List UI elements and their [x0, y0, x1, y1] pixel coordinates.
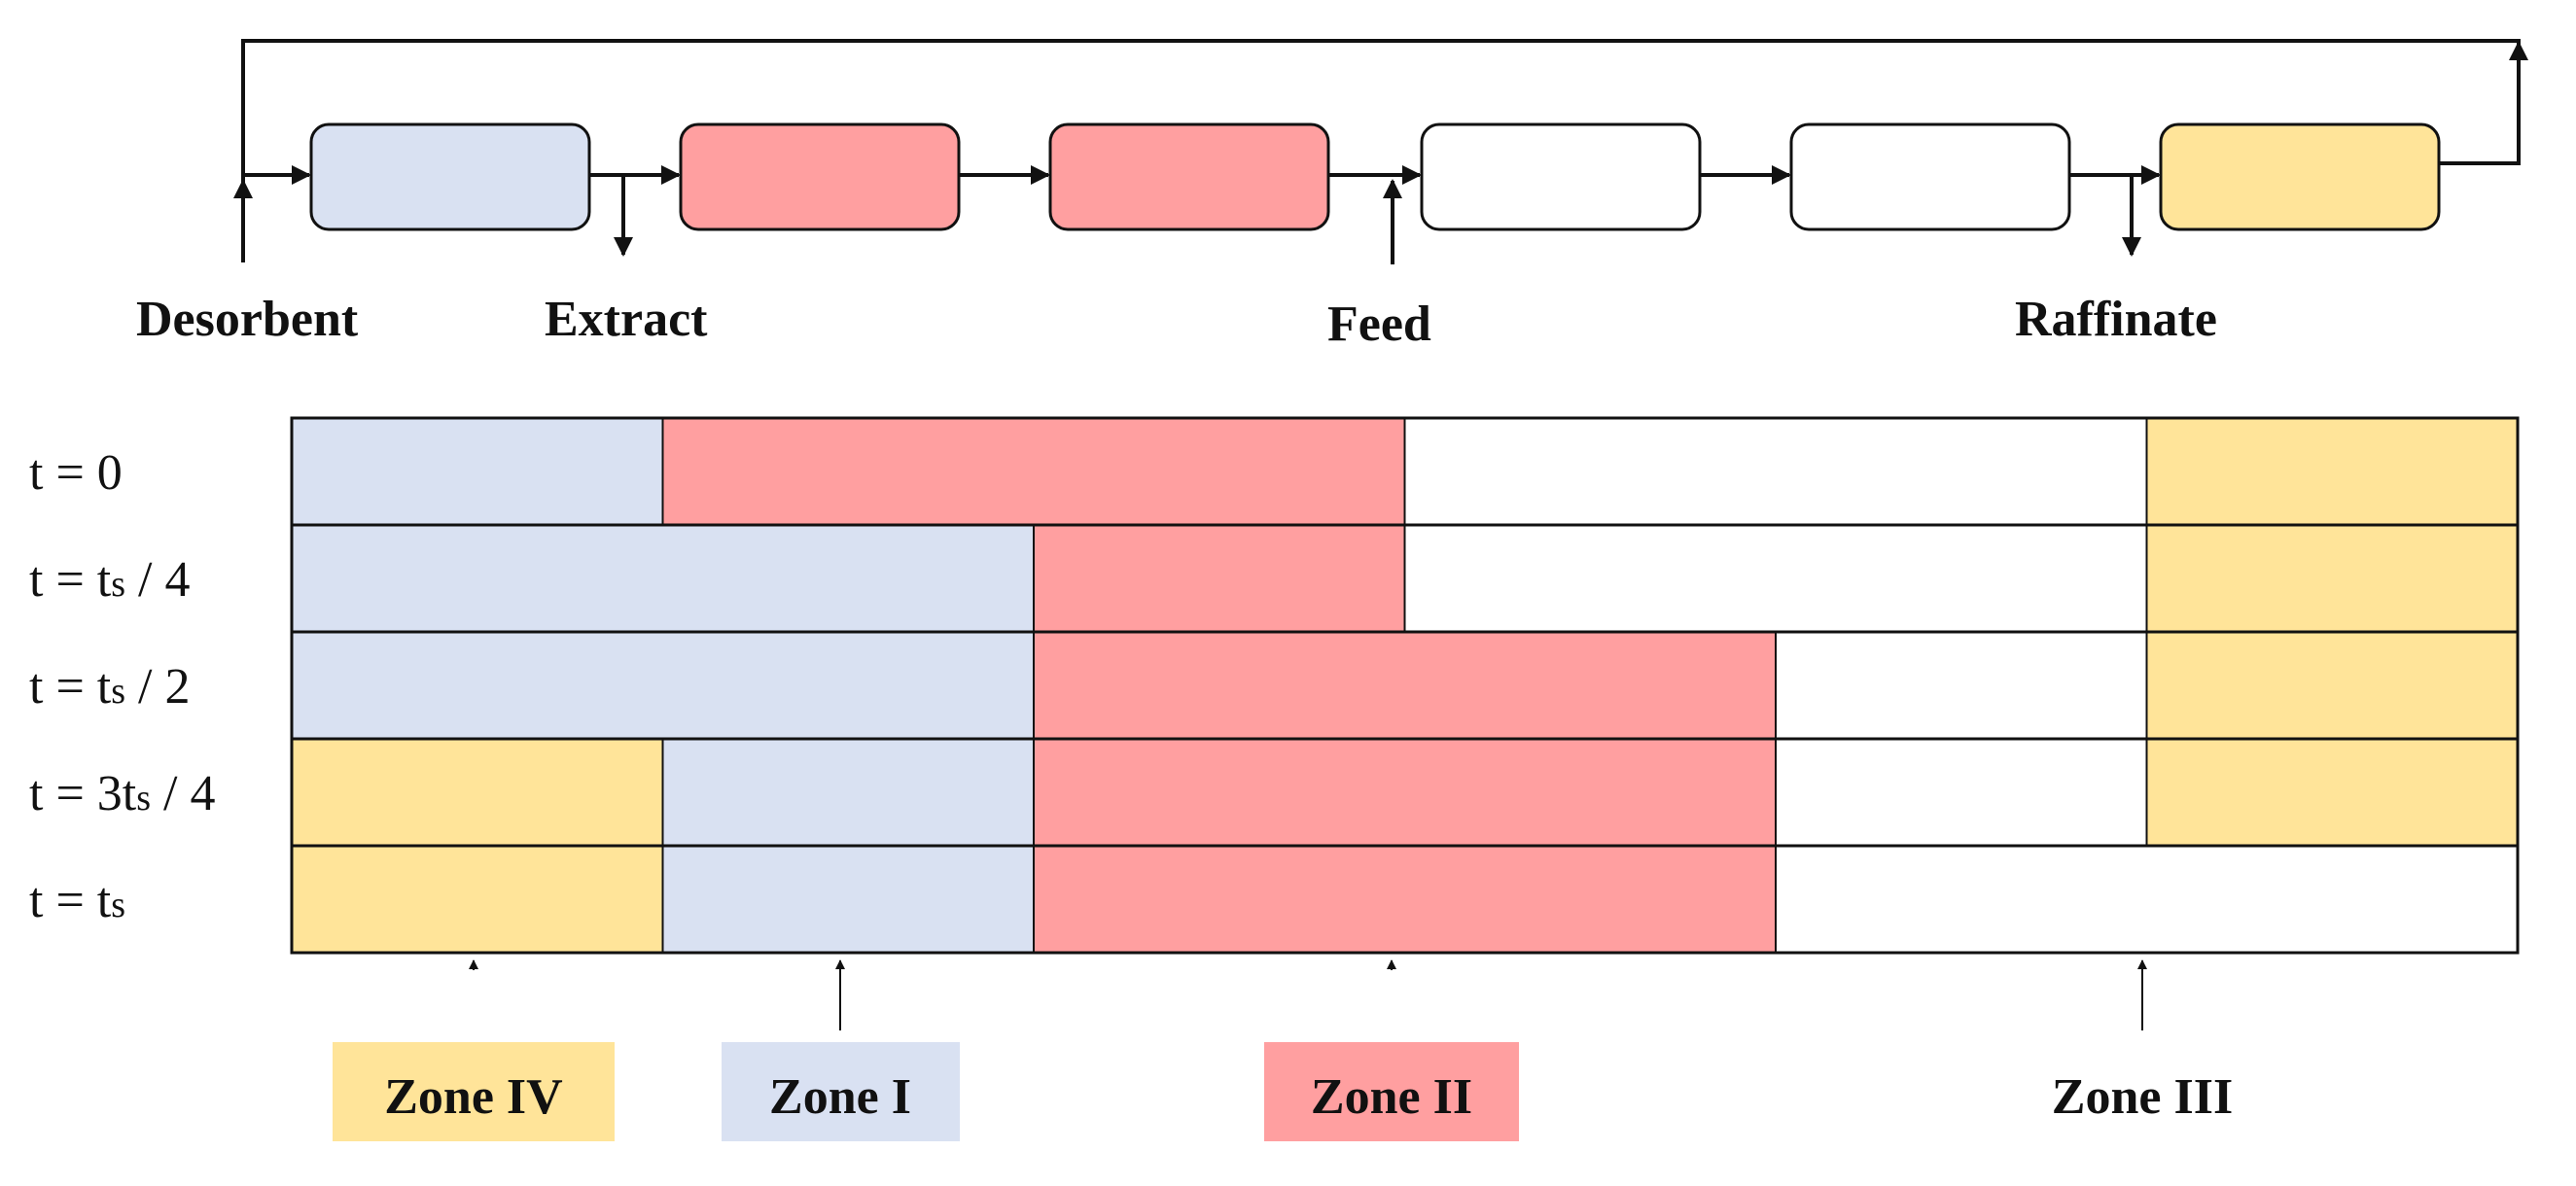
row-label-base: t =	[29, 445, 97, 501]
row-3-segment-4-zone-IV	[2145, 631, 2519, 740]
row-label-base: t = t	[29, 552, 112, 608]
column-4	[1420, 122, 1702, 231]
row-label-1: t = 0	[29, 445, 123, 501]
row-label-5: t = ts	[29, 873, 125, 928]
row-5-segment-4-zone-III	[1775, 845, 2519, 954]
row-5-segment-2-zone-I	[661, 845, 1035, 954]
row-label-sub: s	[111, 885, 125, 925]
zone-iii-badge	[2001, 1042, 2283, 1141]
row-1-segment-4-zone-IV	[2145, 417, 2519, 526]
zone-shift-table: t = 0t = ts / 4t = ts / 2t = 3ts / 4t = …	[29, 416, 2520, 1030]
row-4-segment-3-zone-II	[1033, 738, 1777, 847]
row-3-segment-2-zone-II	[1033, 631, 1777, 740]
row-1-segment-1-zone-I	[291, 417, 664, 526]
zone-iv-label: Zone IV	[384, 1069, 562, 1125]
row-label-4: t = 3ts / 4	[29, 766, 215, 821]
column-6	[2159, 122, 2441, 231]
zone-iv-badge	[333, 1042, 615, 1141]
row-1-segment-2-zone-II	[661, 417, 1406, 526]
desorbent-label: Desorbent	[136, 292, 359, 347]
row-label-2: t = ts / 4	[29, 552, 190, 608]
table-border	[290, 416, 2520, 955]
row-1-segment-3-zone-III	[1403, 417, 2148, 526]
feed-label: Feed	[1327, 296, 1431, 352]
zone-iii-label: Zone III	[2052, 1069, 2233, 1125]
zone-i-label: Zone I	[769, 1069, 911, 1125]
row-label-sub: s	[111, 671, 125, 712]
row-2-segment-4-zone-IV	[2145, 524, 2519, 633]
row-2-segment-3-zone-III	[1403, 524, 2148, 633]
row-label-base: t = t	[29, 659, 112, 715]
row-label-base: t = t	[29, 873, 112, 928]
row-label-base: t = 3t	[29, 766, 137, 821]
row-label-after: 0	[97, 445, 123, 501]
zone-i-badge	[722, 1042, 960, 1141]
raffinate-label: Raffinate	[2015, 292, 2217, 347]
zone-ii-badge	[1264, 1042, 1519, 1141]
column-2	[679, 122, 961, 231]
row-4-segment-5-zone-IV	[2145, 738, 2519, 847]
row-5-segment-3-zone-II	[1033, 845, 1777, 954]
extract-label: Extract	[545, 292, 708, 347]
row-label-3: t = ts / 2	[29, 659, 190, 715]
column-train	[233, 39, 2528, 264]
row-3-segment-1-zone-I	[291, 631, 1035, 740]
column-3	[1048, 122, 1330, 231]
row-label-after: / 4	[151, 766, 215, 821]
row-label-sub: s	[111, 564, 125, 605]
row-3-segment-3-zone-III	[1775, 631, 2148, 740]
row-label-after: / 4	[125, 552, 190, 608]
row-label-sub: s	[136, 778, 151, 819]
row-4-segment-4-zone-III	[1775, 738, 2148, 847]
row-2-segment-1-zone-I	[291, 524, 1035, 633]
zone-legend: Zone IV Zone I Zone II Zone III	[333, 1042, 2283, 1141]
row-2-segment-2-zone-II	[1033, 524, 1406, 633]
row-5-segment-1-zone-IV	[291, 845, 664, 954]
row-4-segment-2-zone-I	[661, 738, 1035, 847]
column-5	[1789, 122, 2071, 231]
zone-ii-label: Zone II	[1311, 1069, 1472, 1125]
column-1	[309, 122, 591, 231]
row-label-after: / 2	[125, 659, 190, 715]
row-4-segment-1-zone-IV	[291, 738, 664, 847]
